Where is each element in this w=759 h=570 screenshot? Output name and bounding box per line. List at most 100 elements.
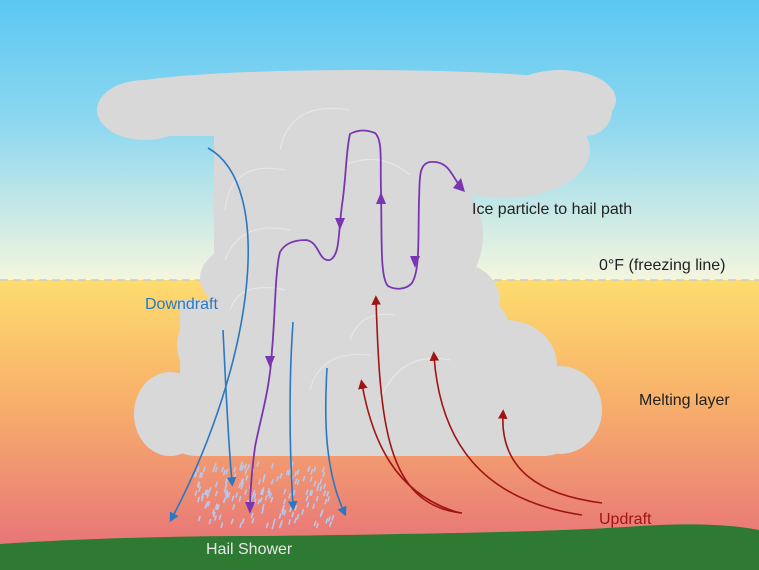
hail-streak — [260, 489, 263, 495]
hail-streak — [261, 486, 265, 493]
ice-path-arrow-down-2 — [410, 256, 420, 268]
hail-streak — [307, 466, 311, 472]
hail-streak — [233, 466, 237, 473]
hail-streak — [240, 478, 244, 485]
hail-streak — [250, 512, 254, 519]
hail-streak — [225, 491, 229, 497]
hail-streak — [291, 511, 295, 518]
hail-streak — [321, 466, 325, 473]
hail-streak — [316, 485, 320, 492]
hail-streak — [253, 493, 257, 499]
hail-shower-label: Hail Shower — [206, 541, 293, 558]
hail-streak — [313, 466, 317, 472]
hail-streak — [251, 517, 255, 524]
hail-streak — [204, 489, 207, 496]
hail-streak — [331, 515, 335, 521]
hail-streak — [262, 476, 266, 483]
updraft-arrow-3 — [429, 351, 583, 516]
melting-layer-label: Melting layer — [639, 392, 730, 409]
hail-streak — [301, 509, 305, 515]
hail-streak — [238, 482, 242, 489]
hail-streak — [270, 478, 274, 485]
hail-streak — [305, 495, 309, 502]
hail-streak — [309, 489, 313, 496]
hail-streak — [302, 475, 306, 482]
hail-streak — [271, 523, 275, 530]
hail-streak — [306, 501, 310, 508]
hail-streak — [198, 471, 202, 478]
hail-streak — [218, 514, 222, 520]
hail-streak — [212, 466, 216, 473]
hail-streak — [319, 478, 323, 484]
ice-path-arrow-end — [245, 502, 255, 514]
hail-streak — [201, 492, 204, 499]
hail-streak — [215, 466, 218, 473]
hail-streak — [215, 481, 218, 488]
hail-streak — [319, 485, 323, 492]
hail-streak — [327, 496, 331, 502]
hail-streak — [264, 494, 268, 501]
hail-streak — [256, 461, 260, 467]
hail-streak — [239, 522, 243, 528]
hail-streak — [198, 515, 201, 522]
hail-streak — [223, 469, 226, 476]
hail-streak — [296, 514, 300, 520]
hail-streak — [315, 495, 319, 502]
ice-path-arrow-down-1 — [335, 218, 345, 230]
hail-streak — [250, 494, 254, 501]
hail-streak — [320, 509, 324, 516]
hail-streak — [239, 464, 242, 471]
hail-streak — [288, 519, 291, 525]
hail-streak — [285, 469, 289, 476]
hail-streak — [212, 511, 216, 518]
hail-streak — [198, 486, 201, 492]
ice-particle-path — [249, 129, 464, 512]
hail-streak — [252, 489, 256, 496]
hail-streak — [310, 468, 314, 475]
hail-shower — [194, 461, 335, 530]
hail-streak — [270, 496, 274, 503]
downdraft-arrow-2 — [222, 329, 237, 487]
hail-streak — [241, 518, 245, 524]
hail-streak — [239, 465, 243, 471]
freezing-line-label: 0°F (freezing line) — [599, 257, 726, 274]
hail-streak — [267, 487, 271, 494]
hail-streak — [261, 503, 265, 510]
hail-streak — [294, 478, 298, 485]
hail-streak — [281, 508, 285, 515]
updraft-arrow-2 — [358, 379, 461, 514]
hail-streak — [305, 489, 309, 495]
updraft-label: Updraft — [599, 511, 652, 528]
updraft-arrow-4 — [497, 409, 603, 504]
ice-path-arrowheads — [245, 178, 465, 514]
hail-streak — [244, 489, 248, 495]
hail-streak — [225, 468, 229, 475]
hail-streak — [216, 504, 220, 511]
cloud-texture — [224, 107, 451, 401]
hail-streak — [313, 520, 317, 527]
hail-streak — [201, 495, 204, 502]
updraft-arrow-1 — [371, 295, 463, 514]
hail-streak — [296, 469, 300, 475]
hail-streak — [224, 483, 228, 489]
hail-streak — [244, 463, 247, 470]
hail-streak — [214, 515, 217, 521]
hail-streak — [261, 508, 265, 514]
hail-streak — [247, 464, 250, 470]
ice-path-arrow-start — [453, 178, 465, 192]
hail-streak — [296, 479, 300, 486]
hail-streak — [235, 492, 239, 498]
hail-streak — [272, 518, 276, 525]
hail-streak — [200, 472, 204, 479]
hail-streak — [288, 492, 292, 499]
ice-path-arrow-down-3 — [265, 356, 275, 368]
hail-streak — [213, 462, 217, 469]
hail-streak — [271, 463, 274, 469]
hail-streak — [231, 495, 235, 502]
hail-streak — [241, 464, 245, 471]
hail-streak — [276, 475, 279, 482]
hail-streak — [329, 521, 332, 527]
hail-streak — [214, 490, 218, 497]
hail-streak — [326, 491, 330, 497]
hail-streak — [194, 490, 198, 497]
